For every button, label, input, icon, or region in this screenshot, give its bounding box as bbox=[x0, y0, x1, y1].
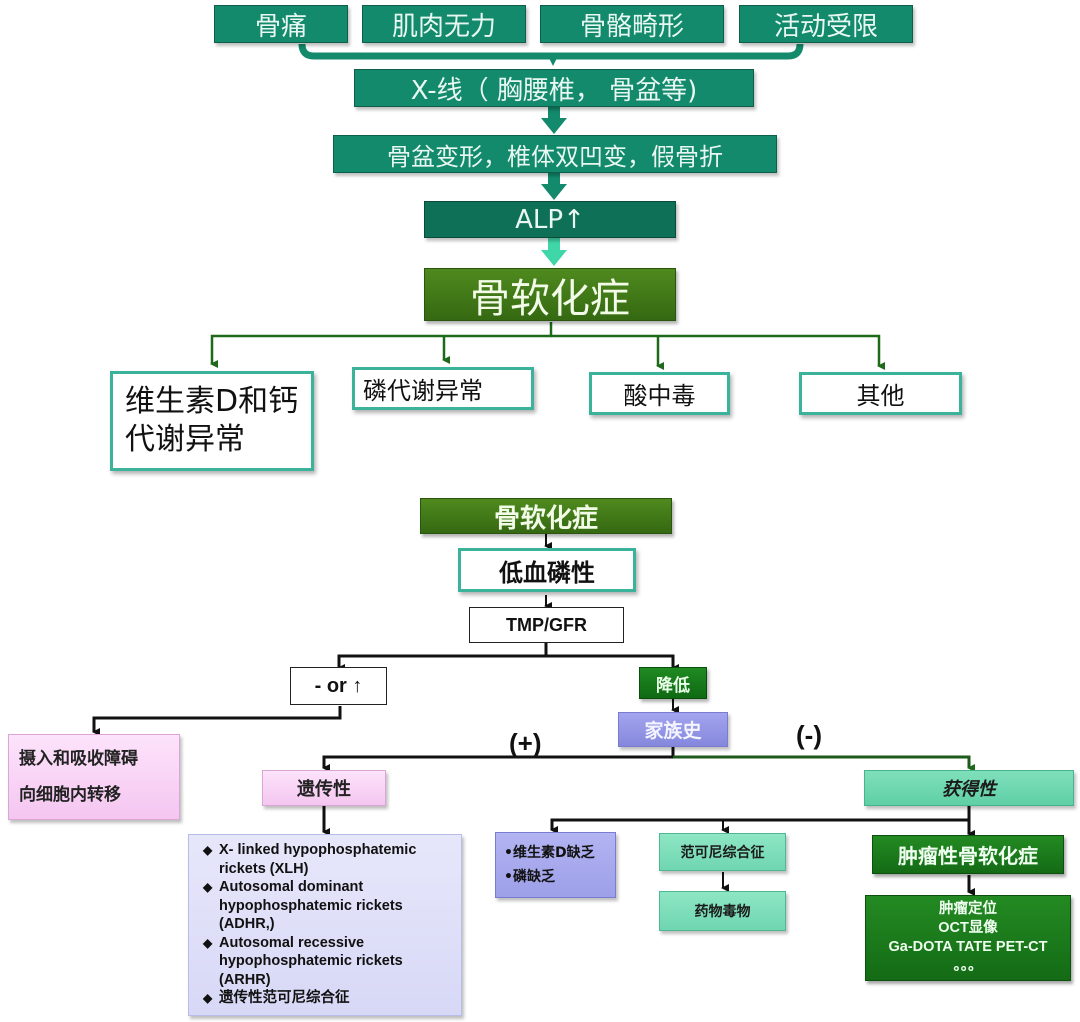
acquired-box: 获得性 bbox=[864, 770, 1074, 806]
osteomalacia-box: 骨软化症 bbox=[424, 268, 676, 322]
ga-dotatate-pet-ct: Ga-DOTA TATE PET-CT bbox=[888, 939, 1048, 955]
hereditary-item: 遗传性范可尼综合征 bbox=[203, 989, 451, 1008]
tmp-gfr-box: TMP/GFR bbox=[469, 607, 624, 643]
osteomalacia-box-2: 骨软化症 bbox=[420, 498, 672, 534]
oct-imaging: OCT显像 bbox=[938, 920, 998, 936]
symptom-bone-pain: 骨痛 bbox=[214, 5, 348, 43]
normal-or-high-box: - or ↑ bbox=[290, 667, 387, 705]
negative-label: (-) bbox=[796, 720, 822, 750]
ellipsis: 。。。 bbox=[953, 958, 983, 974]
family-history-box: 家族史 bbox=[618, 712, 728, 747]
symptom-limited-mobility: 活动受限 bbox=[739, 5, 913, 43]
hereditary-item: Autosomal recessive hypophosphatemic ric… bbox=[203, 934, 451, 990]
hereditary-box: 遗传性 bbox=[262, 770, 386, 806]
tumor-localization: 肿瘤定位 bbox=[939, 901, 997, 917]
drug-toxicity-box: 药物毒物 bbox=[659, 891, 786, 931]
hereditary-item: X- linked hypophosphatemic rickets (XLH) bbox=[203, 841, 451, 878]
alp-box: ALP↑ bbox=[424, 201, 676, 238]
deficiency-box: •维生素D缺乏 •磷缺乏 bbox=[495, 832, 616, 898]
symptom-muscle-weakness: 肌肉无力 bbox=[362, 5, 526, 43]
hypophosphatemic-box: 低血磷性 bbox=[458, 548, 636, 592]
cause-vitd-calcium-line2: 代谢异常 bbox=[125, 422, 245, 457]
cause-acidosis: 酸中毒 bbox=[589, 372, 730, 415]
cause-vitd-calcium: 维生素D和钙 代谢异常 bbox=[110, 371, 314, 471]
xray-box: X-线（ 胸腰椎， 骨盆等) bbox=[354, 69, 754, 107]
hereditary-item: Autosomal dominant hypophosphatemic rick… bbox=[203, 878, 451, 934]
intake-line2: 向细胞内转移 bbox=[19, 785, 121, 805]
cause-other: 其他 bbox=[799, 372, 962, 415]
positive-label: (+) bbox=[509, 728, 542, 758]
intake-absorption-box: 摄入和吸收障碍 向细胞内转移 bbox=[8, 734, 180, 820]
phosphate-deficiency: •磷缺乏 bbox=[504, 869, 555, 885]
cause-phosphate-metabolism: 磷代谢异常 bbox=[352, 367, 534, 410]
symptom-bone-deformity: 骨骼畸形 bbox=[540, 5, 724, 43]
flow-arrows-top bbox=[541, 106, 567, 200]
fanconi-box: 范可尼综合征 bbox=[659, 833, 786, 871]
symptom-brace bbox=[298, 43, 804, 60]
vitamin-d-deficiency: •维生素D缺乏 bbox=[504, 845, 595, 861]
tumor-workup-box: 肿瘤定位 OCT显像 Ga-DOTA TATE PET-CT 。。。 bbox=[865, 895, 1071, 981]
cause-vitd-calcium-line1: 维生素D和钙 bbox=[125, 384, 299, 419]
decreased-box: 降低 bbox=[639, 667, 707, 699]
intake-line1: 摄入和吸收障碍 bbox=[19, 749, 138, 769]
hereditary-list-box: X- linked hypophosphatemic rickets (XLH)… bbox=[188, 834, 462, 1016]
xray-findings-box: 骨盆变形，椎体双凹变，假骨折 bbox=[333, 135, 777, 173]
tumor-induced-box: 肿瘤性骨软化症 bbox=[872, 835, 1064, 874]
